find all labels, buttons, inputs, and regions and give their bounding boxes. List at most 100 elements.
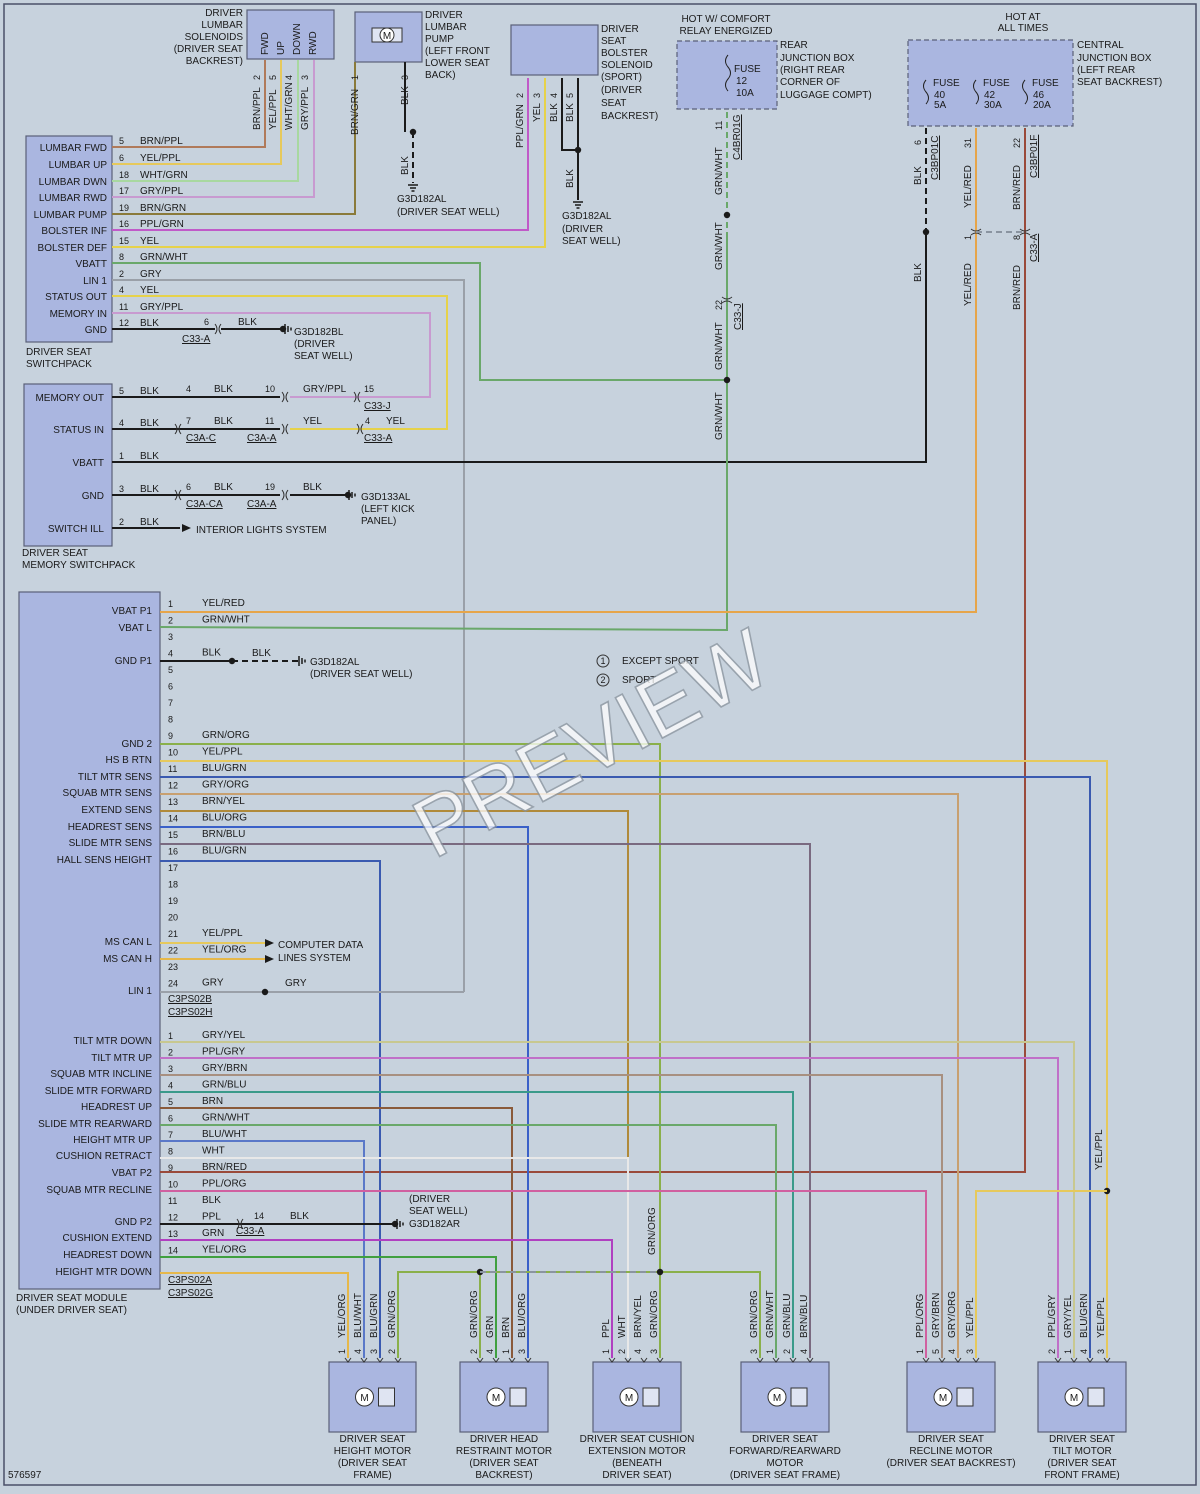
fuse46-wire-label-2: BRN/RED	[1012, 265, 1023, 310]
can-h-arrow-icon	[265, 955, 274, 963]
connector-c33a-4: C33-A	[1029, 233, 1040, 262]
motor-recline-pin-mark-1	[938, 1357, 946, 1363]
switchpack-wire-line-1	[112, 60, 282, 165]
memory-status-conn-2	[356, 423, 364, 435]
switchpack-pin-11: 12	[119, 318, 129, 328]
motor-head-sensor-icon	[509, 1387, 527, 1407]
module-b-route-1	[160, 1057, 1059, 1358]
fuse-42-number: 42	[984, 90, 996, 101]
module-b-pin-9: 10	[168, 1180, 178, 1190]
motor-head-wire-0: GRN/ORG	[469, 1290, 480, 1338]
lumbar-pump-title-0: DRIVER	[425, 10, 463, 21]
module-label-4: HS B RTN	[106, 755, 153, 766]
motor-tilt-sensor-icon	[1087, 1387, 1105, 1407]
module-b-wire-6: BLU/WHT	[202, 1129, 247, 1140]
bolster-wire-label-5: BLK	[565, 169, 576, 188]
motor-height-pin-3: 2	[387, 1349, 397, 1354]
module-a-route-8	[160, 743, 661, 1272]
motor-recline-wire-0: PPL/ORG	[915, 1293, 926, 1338]
fuse46-line	[160, 128, 1026, 1173]
motor-fwd-pin-0: 3	[749, 1349, 759, 1354]
rear-jb-title-1: JUNCTION BOX	[780, 53, 855, 64]
rear-jb-title-0: REAR	[780, 40, 808, 51]
motor-cushion-pin-mark-1	[624, 1357, 632, 1363]
switchpack-wire-5: PPL/GRN	[140, 219, 184, 230]
switchpack-wire-6: YEL	[140, 236, 159, 247]
memory-status-w3: YEL	[303, 416, 322, 427]
fuse-40-number: 40	[934, 90, 946, 101]
connector-c33j-1: C33-J	[364, 401, 391, 412]
switchpack-pin-4: 19	[119, 203, 129, 213]
switchpack-wire-line-3	[112, 60, 315, 198]
fuse40-splice	[922, 228, 930, 236]
module-a-wire-0: YEL/RED	[202, 598, 245, 609]
interior-lights-label: INTERIOR LIGHTS SYSTEM	[196, 525, 327, 536]
pump-brngrn-label: BRN/GRN	[350, 89, 361, 135]
legend: 1 EXCEPT SPORT 2 SPORT	[596, 654, 699, 687]
bolster-wire-label-2: YEL	[532, 103, 543, 122]
interior-lights-arrow-icon	[182, 524, 191, 532]
motor-fwd-pin-mark-0	[756, 1357, 764, 1363]
module-label-10: HALL SENS HEIGHT	[57, 855, 152, 866]
motor-head-title-3: BACKREST)	[475, 1470, 532, 1481]
module-label-18: HEADREST UP	[81, 1102, 152, 1113]
switchpack-label-2: LUMBAR DWN	[39, 177, 107, 188]
hot-comfort-title-1: RELAY ENERGIZED	[680, 26, 773, 37]
module-a-pin-2: 3	[168, 632, 173, 642]
switchpack-label-10: MEMORY IN	[50, 309, 107, 320]
bolster-title-3: SOLENOID	[601, 60, 653, 71]
motor-tilt-pin-1: 1	[1063, 1349, 1073, 1354]
fuse-46-rating: 20A	[1033, 100, 1051, 111]
module-a-pin-17: 18	[168, 880, 178, 890]
motor-head-wire-2: BRN	[501, 1317, 512, 1338]
switchpack-wire-line-2	[112, 60, 299, 182]
connector-c4br01g: C4BR01G	[732, 114, 743, 160]
motor-tilt-title-3: FRONT FRAME)	[1044, 1470, 1119, 1481]
fuse42-wire-label: YEL/RED	[963, 165, 974, 208]
switchpack-wire-9: YEL	[140, 285, 159, 296]
switchpack-wire-1: YEL/PPL	[140, 153, 181, 164]
motor-height-wire-3: GRN/ORG	[387, 1290, 398, 1338]
pump-gnd-wire-label-2: BLK	[400, 156, 411, 175]
central-junction-box: HOT AT ALL TIMES FUSE 40 5A FUSE 42 30A …	[907, 12, 1162, 127]
motor-cushion-pin-2: 4	[633, 1349, 643, 1354]
bolster-wire-label-1: PPL/GRN	[515, 104, 526, 148]
gnd-p2-wire-2: BLK	[290, 1211, 309, 1222]
grnorg-label: GRN/ORG	[647, 1207, 658, 1255]
solenoid-pin-rwd: RWD	[308, 31, 319, 55]
module-b-pin-12: 13	[168, 1229, 178, 1239]
hot-all-title-0: HOT AT	[1005, 12, 1040, 23]
lumbar-pump-title-1: LUMBAR	[425, 22, 467, 33]
memory-wire-2: BLK	[140, 451, 159, 462]
module-b-pin-5: 6	[168, 1114, 173, 1124]
legend-n2: 2	[600, 675, 605, 685]
memory-status-p7: 7	[186, 416, 191, 426]
fuse40-pin: 6	[913, 140, 923, 145]
can-l-arrow-icon	[265, 939, 274, 947]
ground-g1-loc: (DRIVER SEAT WELL)	[397, 207, 499, 218]
fuse-icon	[725, 54, 731, 92]
switchpack-wire-4: BRN/GRN	[140, 203, 186, 214]
solenoid-wire-label-0: BRN/PPL	[252, 87, 263, 130]
fuse40-wire-label-2: BLK	[913, 263, 924, 282]
lumbar-solenoids-title-2: SOLENOIDS	[185, 32, 244, 43]
motor-height-wire-0: YEL/ORG	[337, 1293, 348, 1338]
solenoid-pin-num-3: 3	[300, 75, 310, 80]
memory-status-conn	[281, 423, 289, 435]
switchpack-pin-5: 16	[119, 219, 129, 229]
fuse46-c33a-pin: 8	[1012, 235, 1022, 240]
motor-tilt-pin-mark-1	[1070, 1357, 1078, 1363]
fuse-46-number: 46	[1033, 90, 1045, 101]
rear-jb-title-2: (RIGHT REAR	[780, 65, 845, 76]
switchpack-label-1: LUMBAR UP	[49, 160, 108, 171]
motor-fwd-wire-0: GRN/ORG	[749, 1290, 760, 1338]
solenoid-pin-num-2: 4	[284, 75, 294, 80]
switchpack-label-3: LUMBAR RWD	[39, 193, 107, 204]
hot-comfort-title-0: HOT W/ COMFORT	[681, 14, 770, 25]
motor-tilt-pin-mark-2	[1086, 1357, 1094, 1363]
module-a-wire-14: BRN/BLU	[202, 829, 245, 840]
motor-height-pin-mark-3	[394, 1357, 402, 1363]
fuse40-wire-label: BLK	[913, 166, 924, 185]
comfort-wire-label-2: GRN/WHT	[714, 222, 725, 270]
motor-height-pin-0: 1	[337, 1349, 347, 1354]
